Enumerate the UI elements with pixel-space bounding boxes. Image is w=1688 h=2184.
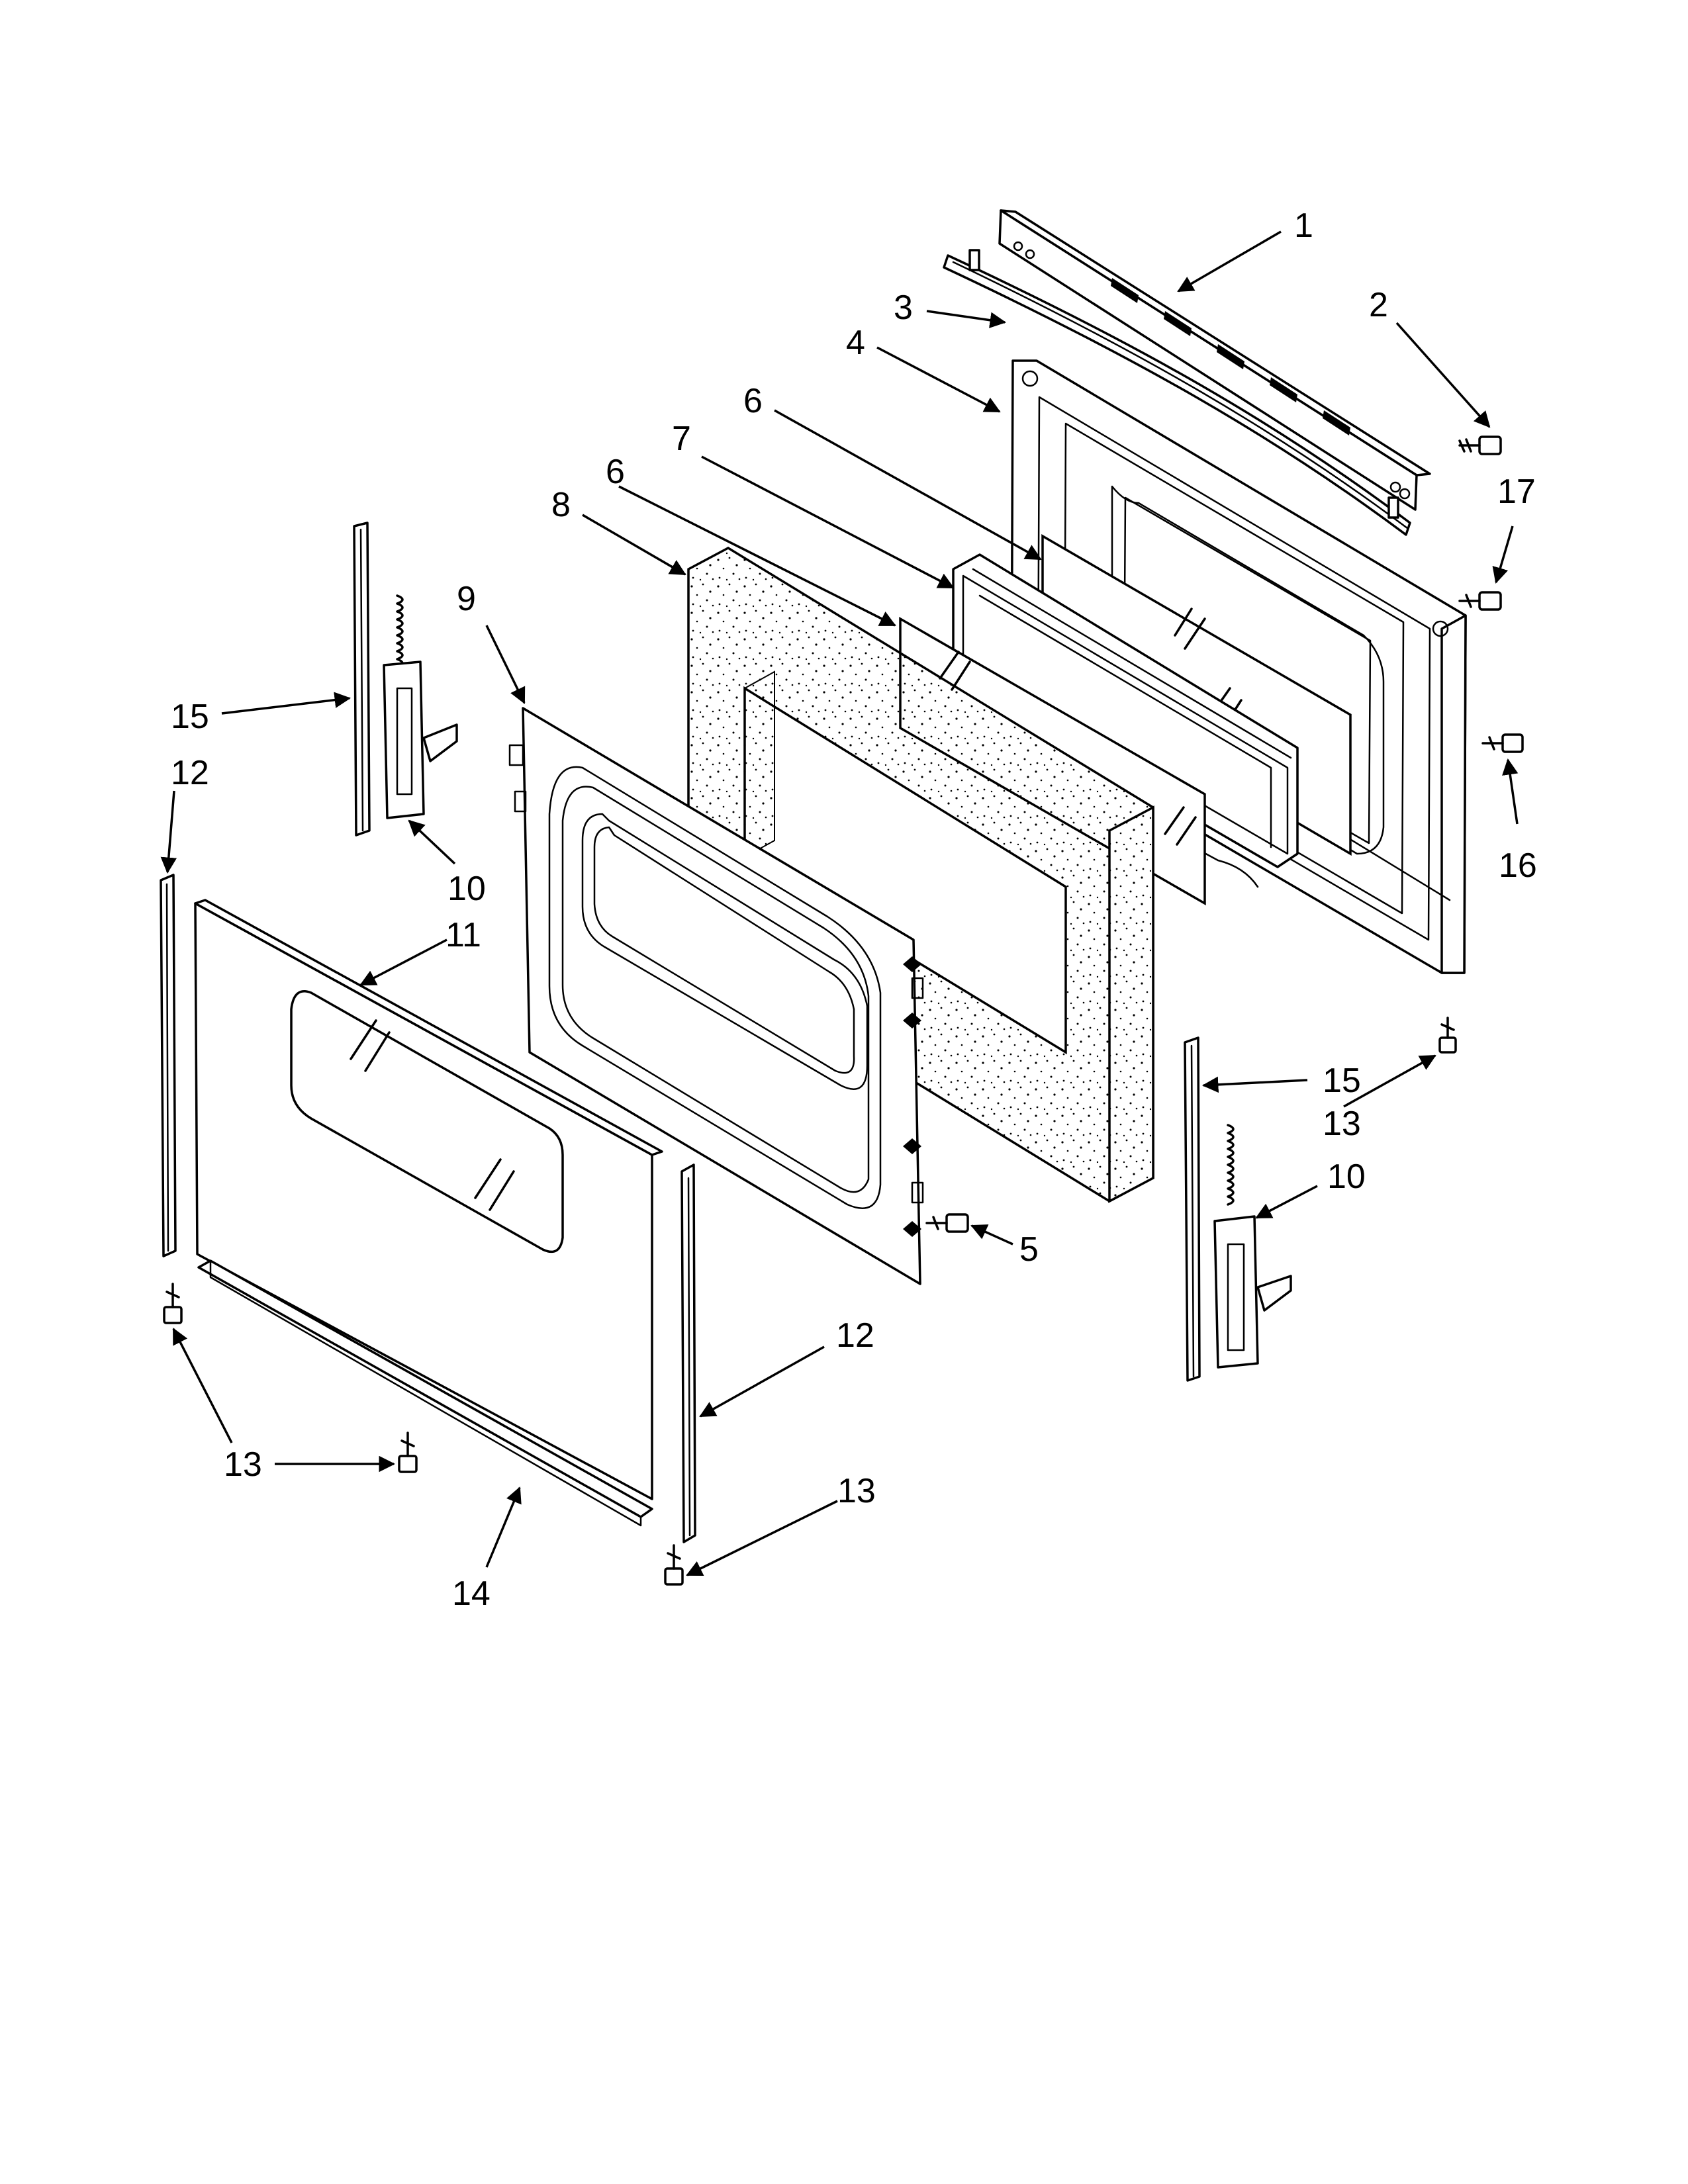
callout-labels: 1 2 3 4 6 7 6 8 17 9 15 16 12 10 11 15 1… [171,206,1537,1613]
callout-10-left: 10 [447,870,486,908]
callout-6-rear: 6 [743,382,763,420]
callout-4: 4 [846,324,865,362]
screw-13-bottom [398,1432,418,1473]
callout-3: 3 [894,289,913,327]
leader-lines [160,230,1519,1576]
callout-2: 2 [1369,286,1388,324]
callout-15-right: 15 [1323,1062,1361,1100]
screw-17 [1458,591,1502,611]
callout-9: 9 [457,580,476,618]
callout-5: 5 [1019,1230,1039,1269]
side-trim-left-part [160,874,177,1257]
hinge-right-part [1184,1036,1292,1382]
screw-13-lower-right [664,1544,684,1586]
callout-12-right: 12 [836,1316,874,1355]
door-liner-part [508,707,924,1285]
screw-13-left [163,1283,183,1324]
callout-13-right: 13 [1323,1105,1361,1143]
screw-16 [1481,733,1524,753]
callout-12-left: 12 [171,754,209,792]
screw-13-right [1438,1017,1457,1054]
callout-1: 1 [1294,206,1313,245]
screw-2 [1458,435,1502,455]
callout-6-front: 6 [606,453,625,491]
insulation-part [687,546,1154,1203]
callout-16: 16 [1499,846,1537,885]
callout-15-left: 15 [171,698,209,736]
callout-13-lower-right: 13 [837,1472,876,1510]
door-handle-part [943,249,1411,536]
screw-5 [925,1213,969,1233]
callout-13-left: 13 [224,1445,262,1484]
callout-10-right: 10 [1327,1158,1366,1196]
callout-11: 11 [445,916,481,954]
vent-trim-part [998,209,1431,511]
callout-7: 7 [672,420,691,458]
hinge-left-part [353,522,458,837]
outer-door-panel-part [194,899,663,1500]
callout-8: 8 [551,486,571,524]
side-trim-right-part [680,1163,696,1543]
callout-14: 14 [452,1574,491,1613]
callout-17: 17 [1497,473,1536,511]
bottom-trim-part [197,1259,653,1527]
